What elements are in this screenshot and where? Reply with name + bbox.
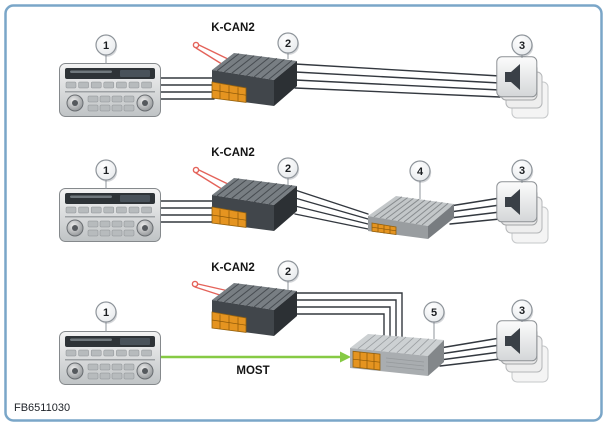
callout-radio-row3: 1 xyxy=(95,301,118,324)
radio-unit-row3 xyxy=(59,331,161,385)
wires-amplifier-to-speakers-row2 xyxy=(449,197,501,225)
callout-number: 4 xyxy=(417,166,424,178)
wires-junction-box-to-amplifier-row2 xyxy=(294,189,369,230)
kcan2-terminator-dot-row1 xyxy=(192,41,200,49)
callout-number: 2 xyxy=(285,266,291,278)
wires-radio-to-junction-box-row2 xyxy=(155,200,215,223)
wires-most-amplifier-to-speakers-row3 xyxy=(439,337,501,367)
callout-most-amplifier-row3: 5 xyxy=(423,301,446,324)
callout-number: 2 xyxy=(285,38,291,50)
callout-radio-row1: 1 xyxy=(95,34,118,57)
figure-code: FB6511030 xyxy=(14,402,70,414)
callout-junction-box-row3: 2 xyxy=(277,260,300,283)
callout-junction-box-row1: 2 xyxy=(277,32,300,55)
radio-unit-row1 xyxy=(59,63,161,117)
callout-amplifier-row2: 4 xyxy=(409,160,432,183)
callout-number: 5 xyxy=(431,307,437,319)
callout-number: 1 xyxy=(103,40,109,52)
most-bus-wire-row3 xyxy=(156,351,351,363)
kcan2-terminator-dot-row2 xyxy=(192,166,200,174)
most-arrowhead xyxy=(340,351,351,363)
kcan2-bus-wires-row1 xyxy=(192,41,233,67)
kcan2-label-row3: K-CAN2 xyxy=(211,262,254,274)
kcan2-label-row1: K-CAN2 xyxy=(211,22,254,34)
callout-number: 1 xyxy=(103,307,109,319)
wires-junction-box-to-speakers-row1 xyxy=(294,63,501,98)
radio-unit-row2 xyxy=(59,188,161,242)
kcan2-label-row2: K-CAN2 xyxy=(211,147,254,159)
callout-speakers-row3: 3 xyxy=(511,299,534,322)
callout-junction-box-row2: 2 xyxy=(277,157,300,180)
callout-speakers-row1: 3 xyxy=(511,34,534,57)
callout-number: 1 xyxy=(103,165,109,177)
callout-number: 3 xyxy=(519,305,525,317)
callout-number: 3 xyxy=(519,40,525,52)
callout-speakers-row2: 3 xyxy=(511,159,534,182)
callout-stems xyxy=(105,53,523,339)
callout-radio-row2: 1 xyxy=(95,159,118,182)
callout-number: 2 xyxy=(285,163,291,175)
kcan2-bus-wires-row2 xyxy=(192,166,233,192)
most-label-row3: MOST xyxy=(236,365,269,377)
wires-radio-to-junction-box-row1 xyxy=(155,77,215,100)
callout-number: 3 xyxy=(519,165,525,177)
kcan2-terminator-dot-row3 xyxy=(191,280,199,288)
